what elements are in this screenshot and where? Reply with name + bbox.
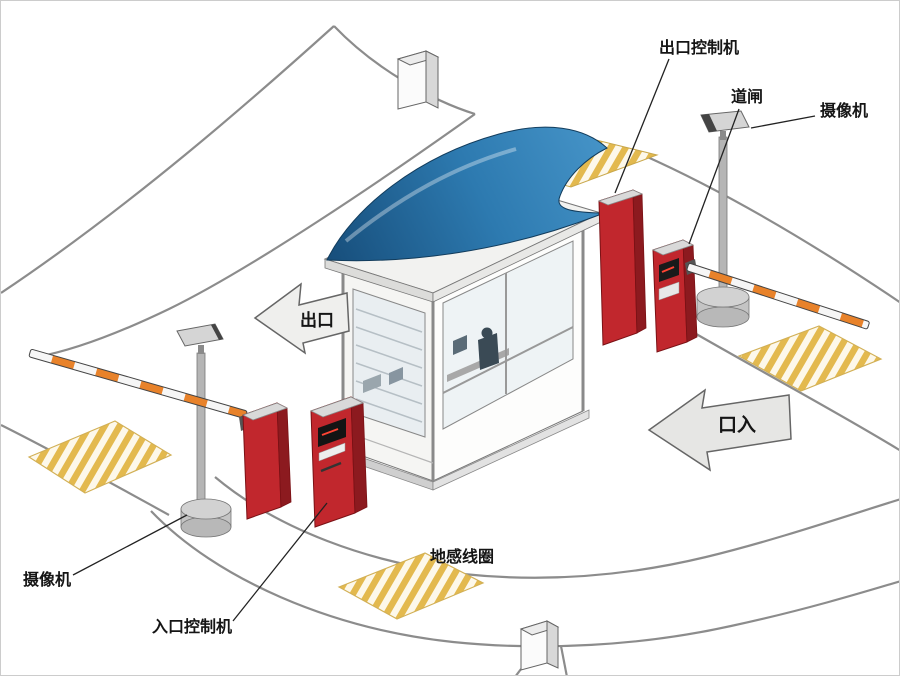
entrance-barrier-front — [242, 402, 282, 520]
camera-left-base-top — [180, 498, 232, 520]
camera-right-base-top — [696, 286, 750, 308]
road-right-outer — [642, 153, 899, 303]
leader-camera-left — [72, 514, 188, 576]
exit-panel-front — [598, 189, 638, 346]
entrance-arrow-text: 口入 — [718, 414, 756, 436]
road-right-inner — [690, 330, 899, 452]
entrance-controller-top — [309, 396, 365, 418]
exit-barrier-led — [661, 266, 675, 273]
entrance-controller-front — [310, 396, 356, 528]
camera-right-lens-icon — [701, 114, 717, 132]
label-exit-controller: 出口控制机 — [659, 38, 739, 57]
entrance-barrier-top — [241, 402, 289, 421]
exit-arrow-shape — [253, 282, 350, 355]
label-camera-right: 摄像机 — [820, 101, 868, 120]
leader-entrance-controller — [232, 502, 328, 622]
barrier-arm-left — [28, 348, 248, 419]
entrance-controller-machine — [309, 396, 368, 528]
road-top-left-inner — [36, 113, 476, 359]
camera-left-base-bottom — [180, 516, 232, 538]
booth-counter-item-2 — [389, 367, 403, 385]
entrance-controller-label-strip — [318, 442, 346, 462]
road-top-left-outer — [1, 25, 335, 294]
attendant-body — [478, 333, 499, 370]
label-camera-left: 摄像机 — [23, 570, 71, 589]
entrance-barrier-arm — [28, 348, 248, 419]
leader-barrier-gate — [688, 108, 740, 245]
label-barrier-gate: 道闸 — [731, 87, 763, 106]
canopy-highlight — [344, 147, 517, 243]
exit-barrier-arm — [686, 263, 870, 330]
booth-base-right — [432, 409, 590, 491]
leader-lines — [72, 58, 816, 622]
booth-window-right — [442, 240, 574, 430]
entrance-controller-led — [321, 428, 339, 436]
entrance-arrow-marking: 口入 — [647, 388, 792, 472]
camera-left-bracket — [198, 345, 204, 354]
exit-panel-top — [597, 189, 644, 206]
booth-monitor — [453, 335, 467, 355]
exit-barrier-top — [651, 239, 695, 256]
camera-right-base-bottom — [696, 306, 750, 328]
booth-canopy — [326, 126, 608, 262]
road-bottom-inner — [214, 476, 899, 579]
label-ground-loop: 地感线圈 — [430, 547, 494, 566]
leader-exit-controller — [614, 58, 670, 194]
small-kiosk-bottom — [519, 620, 560, 671]
entrance-controller-card-slot — [320, 461, 342, 473]
label-entrance-controller: 入口控制机 — [152, 617, 232, 636]
camera-left-lens-icon — [211, 324, 223, 340]
camera-left-assembly — [176, 323, 232, 538]
road-bottom-stub-right — [559, 645, 568, 675]
ground-loop-right — [737, 325, 883, 392]
kiosk-top-side — [425, 50, 439, 109]
canopy-surface — [326, 126, 608, 262]
road-bottom-stub-left — [515, 668, 522, 675]
entrance-barrier-machine — [239, 402, 292, 520]
exit-arrow-text: 出口 — [300, 310, 334, 330]
ground-loop-bottom — [337, 552, 485, 620]
camera-right-bracket — [720, 131, 726, 140]
camera-right-assembly — [696, 110, 750, 328]
entrance-controller-display — [318, 418, 346, 447]
booth-counter-item-1 — [363, 374, 381, 393]
exit-barrier-machine — [651, 239, 698, 353]
entrance-arrow-shape — [647, 388, 792, 472]
exit-arrow-marking: 出口 — [253, 282, 350, 355]
small-kiosk-top — [396, 50, 440, 110]
ground-loop-left — [27, 420, 173, 494]
window-rail-horizontal — [442, 326, 574, 394]
exit-controller-panel — [597, 189, 647, 346]
exit-barrier-keypad — [658, 281, 680, 301]
camera-left-pole — [196, 352, 206, 514]
barrier-arm-right — [686, 263, 870, 330]
leader-camera-right — [750, 115, 816, 129]
kiosk-bottom-side — [546, 620, 559, 669]
